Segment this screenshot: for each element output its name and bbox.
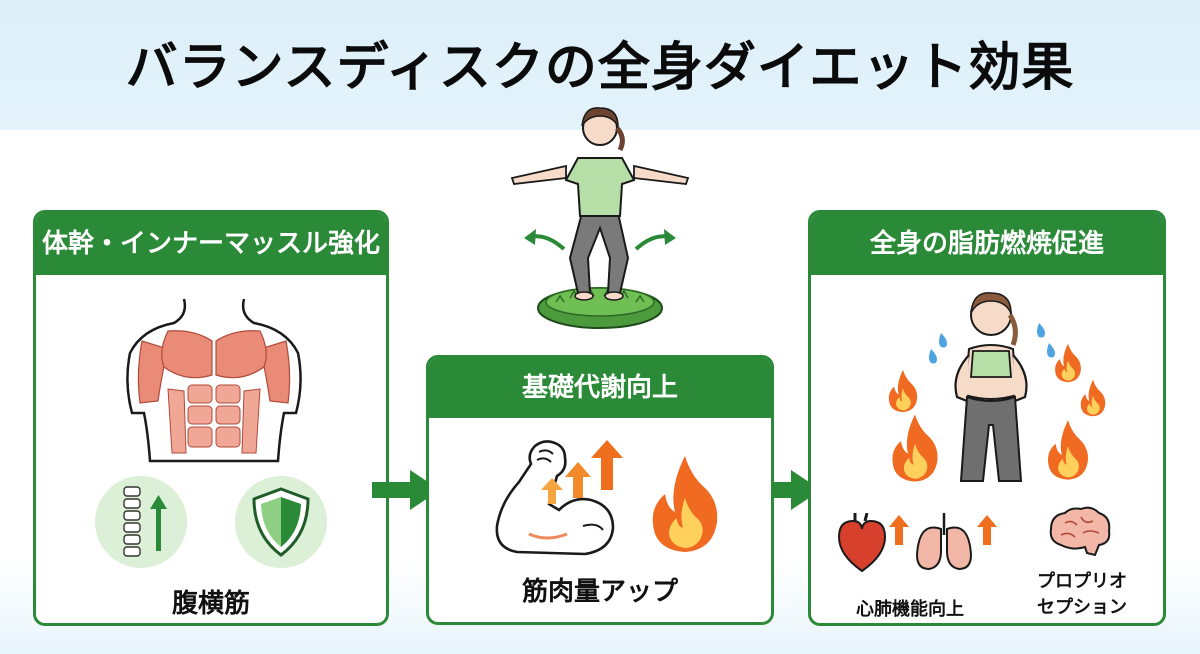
lungs-icon xyxy=(915,513,973,571)
core-muscle-panel: 体幹・インナーマッスル強化 腹横筋 xyxy=(33,210,389,626)
sway-right-arrow-icon xyxy=(634,229,676,251)
cardiopulmonary-function-label: 心肺機能向上 xyxy=(856,599,964,620)
sway-left-arrow-icon xyxy=(524,229,566,251)
core-muscle-panel-header: 体幹・インナーマッスル強化 xyxy=(36,213,386,275)
fire-icon xyxy=(1048,420,1088,480)
up-arrow-icon xyxy=(541,478,563,504)
up-arrow-icon xyxy=(591,440,623,490)
flexed-arm-icon xyxy=(495,440,615,556)
torso-muscle-icon xyxy=(126,298,302,463)
fat-burning-panel: 全身の脂肪燃焼促進 xyxy=(808,210,1166,626)
heart-icon xyxy=(837,513,887,573)
brain-icon xyxy=(1049,506,1111,557)
flow-arrow-icon xyxy=(372,470,440,510)
fat-burning-panel-header: 全身の脂肪燃焼促進 xyxy=(811,213,1163,275)
proprioception-label-line2: セプション xyxy=(1037,597,1127,618)
shield-icon xyxy=(235,476,327,568)
balance-disc-figure xyxy=(510,107,690,329)
sweating-woman-figure xyxy=(954,292,1028,482)
page-title: バランスディスクの全身ダイエット効果 xyxy=(125,38,1075,98)
proprioception-label: プロプリオ セプション xyxy=(1007,569,1157,621)
transverse-abdominis-label: 腹横筋 xyxy=(171,589,250,619)
fire-icon xyxy=(892,414,938,482)
sweat-drops-icon xyxy=(929,323,1055,364)
fire-icon xyxy=(1055,343,1081,383)
spine-icon xyxy=(95,476,187,568)
fire-icon xyxy=(652,456,718,552)
basal-metabolism-panel: 基礎代謝向上 筋肉量アップ xyxy=(426,355,774,625)
muscle-mass-up-label: 筋肉量アップ xyxy=(521,577,678,607)
up-arrow-icon xyxy=(889,515,909,545)
fire-icon xyxy=(888,369,918,413)
up-arrow-icon xyxy=(977,515,997,545)
proprioception-label-line1: プロプリオ xyxy=(1037,571,1127,592)
up-arrow-icon xyxy=(565,462,591,498)
fire-icon xyxy=(1080,379,1106,417)
basal-metabolism-panel-header: 基礎代謝向上 xyxy=(429,358,771,418)
